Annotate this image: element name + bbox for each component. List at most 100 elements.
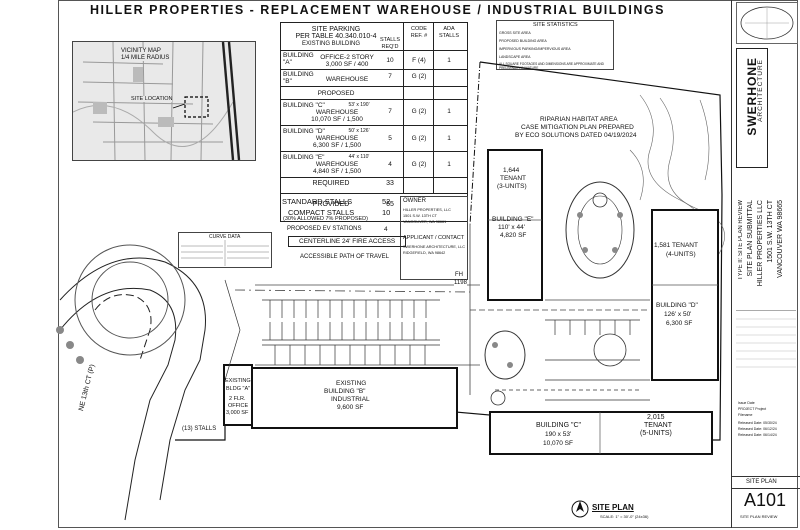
plan-scale: SCALE: 1" = 30'-0" (24x36)	[600, 514, 649, 519]
vicinity-map-subtitle: 1/4 MILE RADIUS	[121, 55, 170, 61]
row-building-e-name: BUILDING "E"	[283, 154, 325, 161]
revision-table	[736, 310, 796, 391]
project-line-5: VANCOUVER WA 98665	[777, 200, 784, 278]
firm-block: SWERHONE ARCHITECTURE	[736, 48, 768, 168]
fire-hydrant-label: FH	[455, 272, 463, 278]
row-building-c-req: 7	[388, 108, 392, 115]
building-a-label-3: 2 FLR.	[229, 396, 246, 402]
row-building-d-name: BUILDING "D"	[283, 128, 325, 135]
site-parking-table: SITE PARKING PER TABLE 40.340.010-4 EXIS…	[280, 22, 468, 222]
issue-row-3: Filename	[738, 413, 753, 417]
row-building-b-detail1: WAREHOUSE	[325, 76, 369, 83]
building-a-label-4: OFFICE	[228, 403, 249, 409]
accessible-path-legend: ACCESSIBLE PATH OF TRAVEL	[300, 254, 389, 260]
issue-row-6: Released Date: 06/14/24	[738, 433, 777, 437]
building-e-label-2: 110' x 44'	[498, 224, 525, 231]
row-building-e-detail2: 4,840 SF / 1,500	[312, 168, 362, 175]
project-line-1: TYPE II: SITE PLAN REVIEW	[738, 200, 744, 281]
title-block: SWERHONE ARCHITECTURE TYPE II: SITE PLAN…	[731, 0, 800, 528]
row-building-e-req: 4	[388, 161, 392, 168]
header-ada-stalls: ADA STALLS	[438, 26, 460, 39]
owner-line-2: 1501 S.W. 13TH CT	[403, 214, 437, 218]
landscape-islands	[484, 181, 635, 406]
building-a-label-1: EXISTING	[225, 378, 251, 384]
tree-symbols	[56, 212, 623, 368]
row-building-e-code: G (2)	[411, 161, 427, 168]
owner-block: OWNER HILLER PROPERTIES, LLC 1501 S.W. 1…	[400, 196, 468, 280]
applicant-label: APPLICANT / CONTACT	[403, 235, 465, 241]
vicinity-map: VICINITY MAP 1/4 MILE RADIUS SITE LOCATI…	[72, 41, 256, 161]
building-e-label-1: BUILDING "E"	[492, 216, 534, 223]
header-stalls-reqd: STALLS REQ'D	[379, 37, 401, 50]
site-stats-title: SITE STATISTICS	[533, 22, 578, 28]
row-building-d-code: G (2)	[411, 135, 427, 142]
row-building-a-ada: 1	[447, 57, 451, 64]
building-c-tenant-1: 2,015	[647, 414, 665, 421]
row-building-a-detail1: OFFICE-2 STORY	[320, 54, 374, 61]
header-existing-building: EXISTING BUILDING	[301, 41, 360, 47]
building-a-label-2: BLDG "A"	[226, 386, 251, 392]
building-d-label-2: 126' x 50'	[664, 311, 692, 318]
compact-stalls-label: COMPACT STALLS	[288, 208, 355, 217]
proposed-label: PROPOSED	[317, 90, 355, 97]
owner-label: OWNER	[403, 198, 426, 204]
parking-stalls	[224, 279, 650, 401]
compact-stalls-note: (30% ALLOWED 7% PROPOSED)	[283, 216, 368, 222]
required-label: REQUIRED	[312, 180, 350, 187]
provided-label: PROVIDED	[312, 201, 350, 208]
row-building-e-detail1: WAREHOUSE	[315, 161, 359, 168]
issue-row-1: Issue Date	[738, 401, 755, 405]
fire-hydrant-number: 1198	[454, 280, 467, 286]
parking-table-title: SITE PARKING	[311, 26, 361, 33]
row-building-b-req: 7	[388, 73, 392, 80]
north-arrow	[571, 500, 589, 518]
building-e-tenant-3: (3-UNITS)	[497, 183, 527, 190]
row-building-a-req: 10	[386, 57, 394, 64]
site-location-label: SITE LOCATION	[131, 96, 173, 102]
row-building-b-code: G (2)	[411, 73, 427, 80]
row-building-d-req: 5	[388, 135, 392, 142]
sheet-number-label: SITE PLAN REVIEW	[740, 514, 778, 519]
stalls-label: (13) STALLS	[182, 426, 217, 432]
row-building-d-detail2: 6,300 SF / 1,500	[312, 142, 362, 149]
row-building-c-ada: 1	[447, 108, 451, 115]
riparian-line-1: RIPARIAN HABITAT AREA	[540, 116, 618, 123]
sheet-border	[58, 0, 798, 528]
site-plan-drawing	[56, 61, 725, 521]
project-line-2: SITE PLAN SUBMITTAL	[747, 200, 754, 277]
building-d-tenant-2: (4-UNITS)	[666, 251, 696, 258]
sheet-title-block-label: SITE PLAN	[746, 479, 777, 485]
building-c-tenant-3: (5-UNITS)	[640, 430, 672, 437]
header-code-ref: CODE REF. #	[410, 26, 428, 39]
building-c-label-3: 10,070 SF	[543, 440, 573, 447]
building-c-label-2: 190 x 53'	[545, 431, 572, 438]
site-stats-row-2: PROPOSED BUILDING AREA	[499, 39, 547, 43]
project-line-3: HILLER PROPERTIES LLC	[757, 200, 764, 287]
provided-value: 65	[386, 201, 394, 208]
building-d-tenant-1: 1,581 TENANT	[654, 242, 698, 249]
ev-stations-label: PROPOSED EV STATIONS	[287, 226, 362, 232]
sheet-number: A101	[744, 490, 787, 510]
fire-access-legend: CENTERLINE 24' FIRE ACCESS	[288, 236, 407, 247]
drive-aisles	[234, 225, 650, 395]
site-stats-row-3: IMPERVIOUS PARKING/IMPERVIOUS AREA	[499, 47, 571, 51]
row-building-d-size: 50' x 126'	[348, 128, 370, 134]
curve-data-rows	[181, 240, 269, 266]
row-building-e-ada: 1	[447, 161, 451, 168]
site-statistics: SITE STATISTICS GROSS SITE AREA PROPOSED…	[496, 20, 614, 70]
row-building-a-name: BUILDING "A"	[283, 52, 314, 66]
building-c-tenant-2: TENANT	[644, 422, 672, 429]
site-stats-row-4: LANDSCAPE AREA	[499, 55, 531, 59]
building-b-label-1: EXISTING	[336, 380, 367, 387]
row-building-d-ada: 1	[447, 135, 451, 142]
owner-line-3: VANCOUVER, WA 98661	[403, 220, 447, 224]
issue-row-4: Released Date: 05/30/24	[738, 421, 777, 425]
building-e-tenant-1: 1,644	[503, 167, 520, 174]
parking-table-subtitle: PER TABLE 40.340.010-4	[295, 33, 377, 40]
building-a-label-5: 3,000 SF	[226, 410, 249, 416]
row-building-c-code: G (2)	[411, 108, 427, 115]
issue-row-5: Released Date: 06/12/24	[738, 427, 777, 431]
building-b-label-4: 9,600 SF	[337, 404, 364, 411]
curve-data-title: CURVE DATA	[209, 234, 241, 240]
